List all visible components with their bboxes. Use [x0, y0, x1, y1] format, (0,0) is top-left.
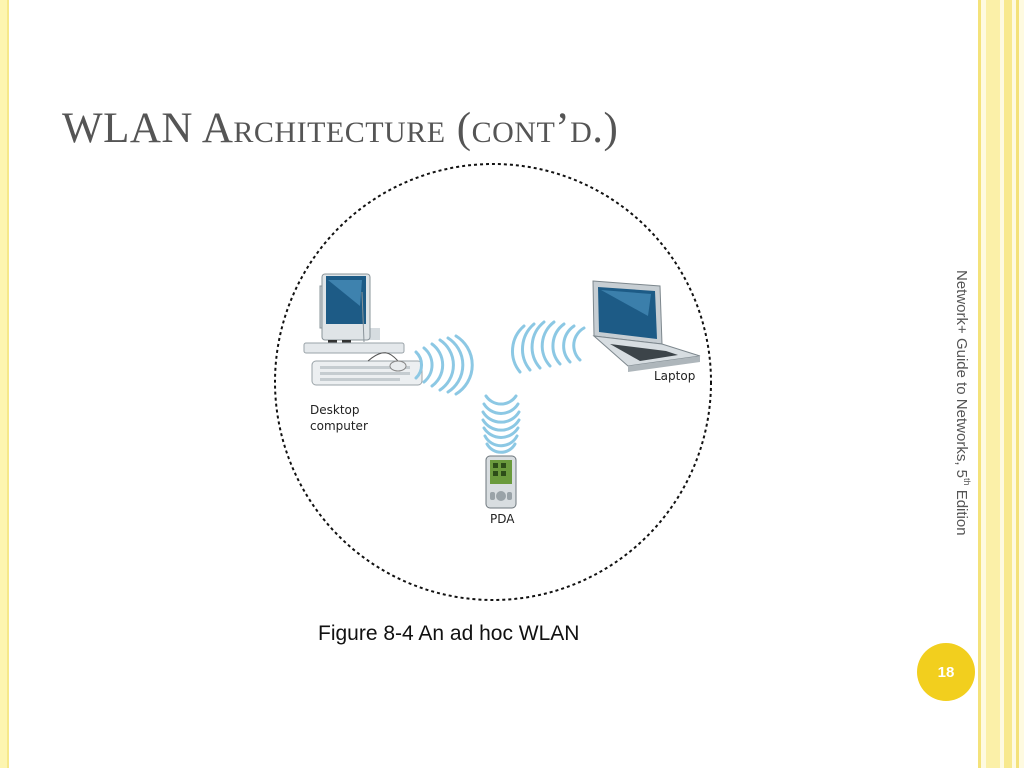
- left-frame-border: [0, 0, 9, 768]
- wlan-boundary-circle: [274, 163, 712, 601]
- pda-icon: [485, 455, 517, 509]
- page-number-badge: 18: [917, 643, 975, 701]
- desktop-label-line1: Desktop: [310, 403, 360, 417]
- laptop-icon: [592, 280, 701, 372]
- laptop-label: Laptop: [654, 369, 695, 383]
- right-frame-border: [978, 0, 1024, 768]
- figure-caption: Figure 8-4 An ad hoc WLAN: [318, 622, 580, 645]
- desktop-computer-icon: [303, 273, 423, 386]
- desktop-label-line2: computer: [310, 419, 368, 433]
- side-footer-text: Network+ Guide to Networks, 5th Edition: [953, 270, 972, 536]
- slide-title: WLAN Architecture (cont’d.): [62, 105, 619, 152]
- pda-label: PDA: [490, 512, 515, 526]
- ad-hoc-wlan-diagram: Desktop computer Laptop PDA: [274, 163, 712, 601]
- signal-waves: [414, 320, 586, 454]
